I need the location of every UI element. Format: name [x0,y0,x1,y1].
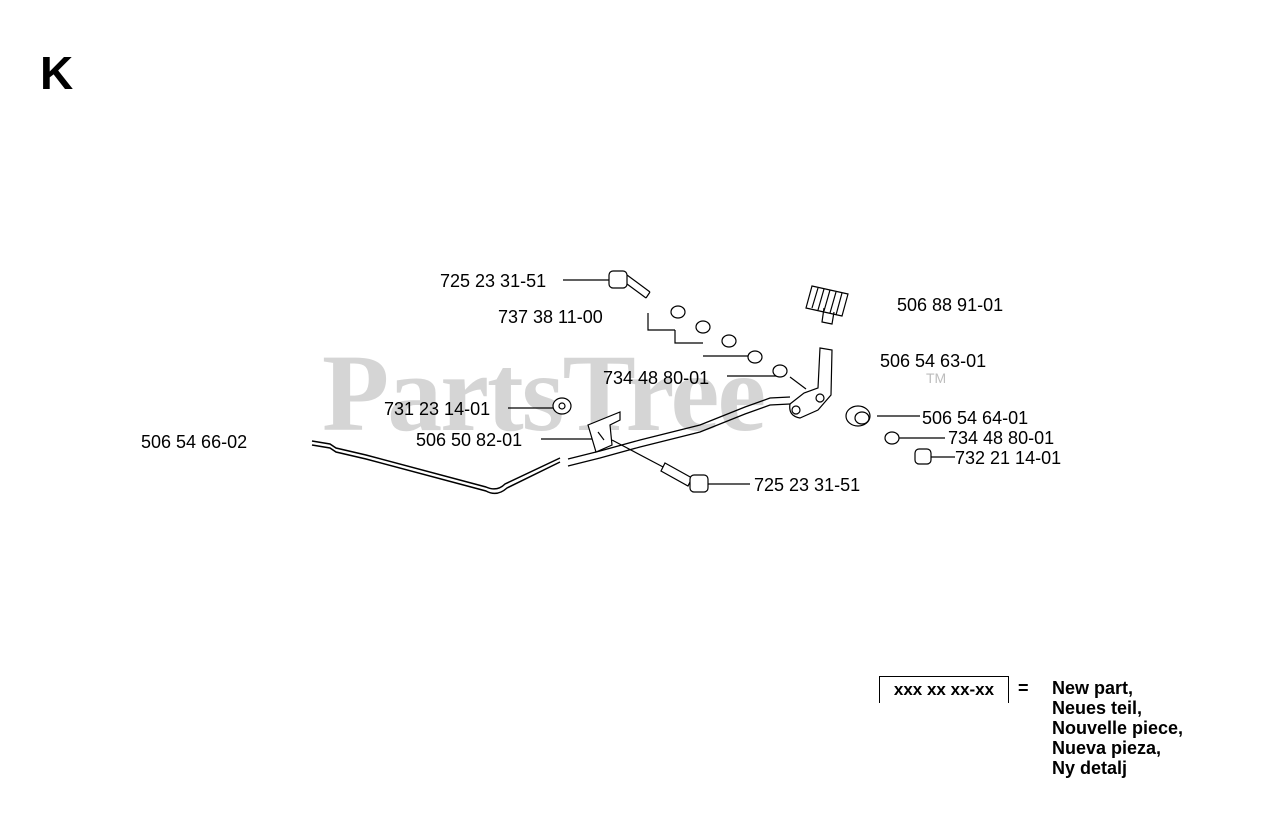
label-737-38-11-00: 737 38 11-00 [498,307,603,327]
washer-737-38-11-00 [670,305,686,319]
washer-737-38-11-00 [747,350,763,364]
knob-506-88-91-01 [805,285,849,325]
label-734-48-80-01-right: 734 48 80-01 [948,428,1055,448]
bolt-725-23-31-51-top [608,270,651,299]
legend-code-box: xxx xx xx-xx [879,676,1009,703]
lever-506-54-63-01 [789,347,833,419]
bracket-506-50-82-01 [587,411,621,453]
roller-506-54-64-01 [845,405,871,427]
washer-734-48-80-01 [772,364,788,378]
legend-line: Neues teil, [1052,698,1143,718]
legend-line: Nueva pieza, [1052,738,1162,758]
nut-731-23-14-01 [552,397,572,415]
label-731-23-14-01: 731 23 14-01 [384,399,491,419]
label-725-23-31-51-bottom: 725 23 31-51 [754,475,861,495]
label-506-54-63-01: 506 54 63-01 [880,351,987,371]
label-506-54-64-01: 506 54 64-01 [922,408,1029,428]
label-506-88-91-01: 506 88 91-01 [897,295,1004,315]
washer-734-48-80-01-right [884,431,900,445]
leader-line [647,313,675,331]
legend-line: Nouvelle piece, [1052,718,1184,738]
nut-732-21-14-01 [914,448,932,465]
leader-line [674,330,703,344]
label-725-23-31-51-top: 725 23 31-51 [440,271,547,291]
legend-line: Ny detalj [1052,758,1128,778]
section-letter: K [40,47,74,99]
rod-506-54-66-02 [311,440,561,495]
label-734-48-80-01-left: 734 48 80-01 [603,368,710,388]
legend-line: New part, [1052,678,1134,698]
cable-506-54-66-02 [567,396,791,467]
watermark-trademark: TM [926,370,947,386]
legend-equals: = [1018,678,1029,698]
label-506-50-82-01: 506 50 82-01 [416,430,523,450]
label-732-21-14-01: 732 21 14-01 [955,448,1062,468]
legend-description: New part, Neues teil, Nouvelle piece, Nu… [1052,678,1183,778]
watermark: PartsTree [322,332,766,454]
label-506-54-66-02: 506 54 66-02 [141,432,248,452]
washer-737-38-11-00 [721,334,737,348]
bolt-725-23-31-51-bottom [611,439,709,493]
washer-737-38-11-00 [695,320,711,334]
